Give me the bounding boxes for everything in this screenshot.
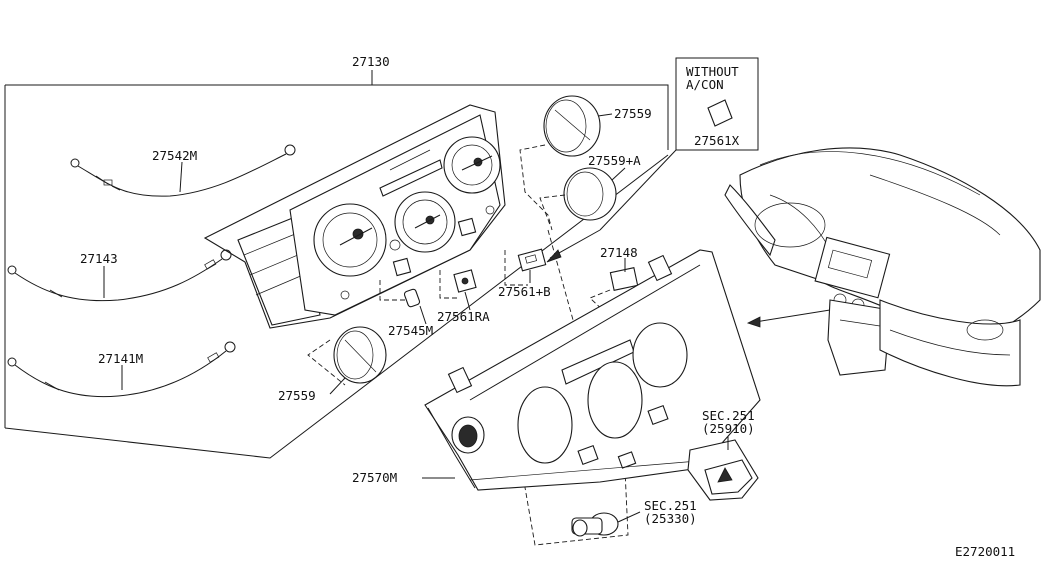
hazard-switch bbox=[687, 439, 759, 501]
clip-27148 bbox=[609, 267, 639, 291]
label-sec251-b: SEC.251 bbox=[644, 498, 697, 513]
label-sec251-a-ref: (25910) bbox=[702, 421, 755, 436]
label-27561RA: 27561RA bbox=[437, 309, 490, 324]
switch-27561RA bbox=[453, 269, 477, 293]
label-27561X: 27561X bbox=[694, 133, 740, 148]
cable-27141M bbox=[7, 341, 236, 398]
inset-note-line2: A/CON bbox=[686, 77, 724, 92]
label-sec251-a: SEC.251 bbox=[702, 408, 755, 423]
label-27542M: 27542M bbox=[152, 148, 197, 163]
label-27559A: 27559+A bbox=[588, 153, 641, 168]
label-27559-bottom: 27559 bbox=[278, 388, 316, 403]
label-27559-top: 27559 bbox=[614, 106, 652, 121]
inset-without-acon bbox=[546, 57, 759, 263]
leader-lines bbox=[103, 113, 729, 523]
assembly-guides bbox=[307, 144, 651, 546]
lighter-connector bbox=[571, 512, 619, 537]
label-sec251-b-ref: (25330) bbox=[644, 511, 697, 526]
knob-27559-top bbox=[543, 95, 601, 157]
heater-control-unit bbox=[203, 104, 506, 329]
knob-27559A bbox=[563, 167, 617, 221]
label-27570M: 27570M bbox=[352, 470, 397, 485]
bulb-27545M bbox=[403, 288, 421, 308]
label-27141M: 27141M bbox=[98, 351, 143, 366]
switch-27561B bbox=[517, 248, 547, 272]
dashboard-illustration bbox=[724, 147, 1041, 387]
label-27130: 27130 bbox=[352, 54, 390, 69]
drawing-code: E2720011 bbox=[955, 544, 1015, 559]
label-27561B: 27561+B bbox=[498, 284, 551, 299]
cable-27143 bbox=[7, 249, 232, 302]
knob-27559-bottom bbox=[333, 326, 387, 384]
label-27545M: 27545M bbox=[388, 323, 433, 338]
cable-27542M bbox=[70, 144, 296, 197]
inset-note-line1: WITHOUT bbox=[686, 64, 739, 79]
label-27143: 27143 bbox=[80, 251, 118, 266]
label-27148: 27148 bbox=[600, 245, 638, 260]
